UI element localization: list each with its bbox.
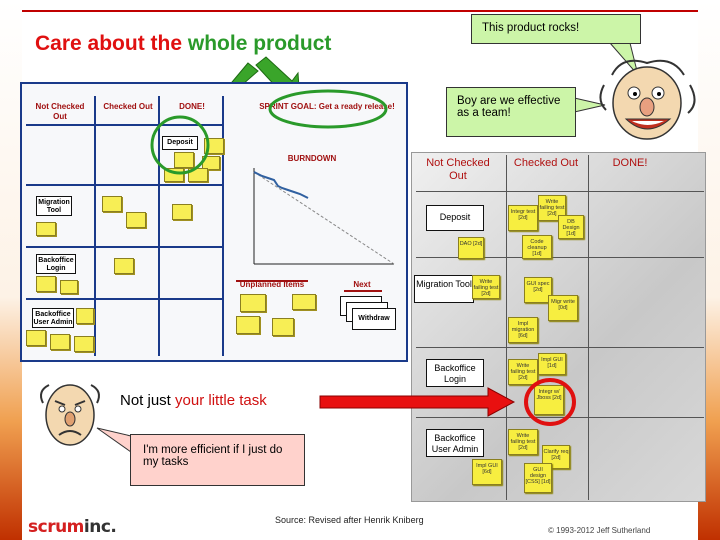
left-sticky bbox=[114, 258, 134, 274]
left-sticky bbox=[50, 334, 70, 350]
next-card-withdraw: Withdraw bbox=[352, 308, 396, 330]
left-sticky bbox=[126, 212, 146, 228]
left-sticky bbox=[188, 168, 208, 182]
left-sticky bbox=[174, 152, 194, 168]
unplanned-label: Unplanned Items bbox=[239, 280, 305, 289]
left-header-not-checked-out: Not Checked Out bbox=[35, 102, 85, 121]
right-card-migration: Migration Tool bbox=[414, 275, 474, 303]
left-sticky bbox=[76, 308, 94, 324]
left-row-divider-2 bbox=[26, 246, 222, 248]
left-header-done: DONE! bbox=[179, 102, 205, 111]
left-card-deposit: Deposit bbox=[162, 136, 198, 150]
left-sticky bbox=[240, 294, 266, 312]
right-sticky: DB Design [1d] bbox=[558, 215, 584, 239]
right-row-divider-3 bbox=[416, 417, 704, 418]
logo-text-inc: inc. bbox=[83, 517, 117, 537]
right-sticky: Impl migration [6d] bbox=[508, 317, 538, 343]
highlight-ellipses bbox=[150, 89, 388, 175]
scrum-board-right: Not Checked Out Checked Out DONE! Deposi… bbox=[411, 152, 706, 502]
right-sticky: Clarify req [2d] bbox=[542, 445, 570, 469]
speech-bubble-rocks: This product rocks! bbox=[471, 14, 641, 44]
slide-title: Care about the whole product bbox=[35, 32, 331, 56]
mid-text-part2: your little task bbox=[175, 392, 267, 409]
top-rule bbox=[22, 10, 698, 12]
left-card-migration: Migration Tool bbox=[36, 196, 72, 216]
right-card-deposit: Deposit bbox=[426, 205, 484, 231]
scruminc-logo: scruminc. bbox=[28, 517, 117, 537]
source-caption: Source: Revised after Henrik Kniberg bbox=[275, 515, 424, 525]
next-label: Next bbox=[353, 280, 371, 289]
right-sticky: Write failing test [2d] bbox=[472, 275, 500, 299]
right-row-divider-2 bbox=[416, 347, 704, 348]
right-header-done: DONE! bbox=[612, 157, 648, 169]
left-sticky bbox=[26, 330, 46, 346]
left-sticky bbox=[272, 318, 294, 336]
left-col-divider-1 bbox=[94, 96, 96, 356]
unplanned-underline bbox=[236, 280, 308, 282]
left-sticky bbox=[236, 316, 260, 334]
right-sticky: Write failing test [2d] bbox=[508, 359, 538, 385]
logo-text-scrum: scrum bbox=[28, 517, 84, 537]
right-col-divider-2 bbox=[588, 155, 589, 500]
right-sticky: GUI design [CSS] [1d] bbox=[524, 463, 552, 493]
right-sticky: DAO [2d] bbox=[458, 237, 484, 259]
scrum-board-left: Not Checked Out Checked Out DONE! SPRINT… bbox=[20, 82, 408, 362]
title-part1: Care about the bbox=[35, 32, 183, 55]
red-arrow-icon bbox=[319, 387, 516, 417]
left-card-backoffice-admin: Backoffice User Admin bbox=[32, 308, 74, 328]
copyright-text: © 1993-2012 Jeff Sutherland bbox=[548, 526, 651, 535]
right-sticky: Impl GUI [6d] bbox=[472, 459, 502, 485]
left-col-divider-3 bbox=[222, 96, 224, 356]
right-header-checked-out: Checked Out bbox=[513, 157, 579, 169]
burndown-chart bbox=[253, 168, 395, 265]
left-header-divider bbox=[26, 124, 222, 126]
right-sticky: Integr w/ Jboss [2d] bbox=[534, 385, 564, 415]
left-sticky bbox=[74, 336, 94, 352]
left-sticky bbox=[102, 196, 122, 212]
title-part2: whole product bbox=[187, 32, 332, 55]
left-row-divider-1 bbox=[26, 184, 222, 186]
next-underline bbox=[344, 290, 382, 292]
burndown-label: BURNDOWN bbox=[287, 154, 337, 163]
right-card-backoffice-admin: Backoffice User Admin bbox=[426, 429, 484, 457]
left-sticky bbox=[172, 204, 192, 220]
left-col-divider-2 bbox=[158, 96, 160, 356]
right-header-not-checked-out: Not Checked Out bbox=[426, 157, 490, 182]
speech-bubble-efficient: I'm more efficient if I just do my tasks bbox=[130, 434, 305, 486]
right-card-backoffice-login: Backoffice Login bbox=[426, 359, 484, 387]
right-sticky: Impl GUI [1d] bbox=[538, 353, 566, 375]
grumpy-face-icon bbox=[40, 384, 100, 446]
left-row-divider-3 bbox=[26, 298, 222, 300]
mid-text-part1: Not just bbox=[120, 392, 171, 409]
sprint-goal-label: SPRINT GOAL: Get a ready release! bbox=[259, 102, 395, 111]
left-sticky bbox=[36, 222, 56, 236]
red-highlight-circle bbox=[524, 378, 576, 426]
left-card-backoffice-login: Backoffice Login bbox=[36, 254, 76, 274]
left-sticky bbox=[36, 276, 56, 292]
not-just-your-task-text: Not just your little task bbox=[120, 392, 267, 409]
right-sticky: Migr write [0d] bbox=[548, 295, 578, 321]
right-sticky: Code cleanup [1d] bbox=[522, 235, 552, 259]
left-sticky bbox=[292, 294, 316, 310]
left-sticky bbox=[60, 280, 78, 294]
right-sticky: GUI spec [2d] bbox=[524, 277, 552, 303]
right-row-divider-1 bbox=[416, 257, 704, 258]
left-header-checked-out: Checked Out bbox=[103, 102, 153, 111]
right-col-divider-1 bbox=[506, 155, 507, 500]
left-decor-strip bbox=[0, 0, 22, 540]
happy-face-icon bbox=[599, 59, 696, 140]
right-sticky: Write failing test [2d] bbox=[508, 429, 538, 455]
speech-bubble-effective: Boy are we effective as a team! bbox=[446, 87, 576, 137]
right-sticky: Integr test [2d] bbox=[508, 205, 538, 231]
right-header-divider bbox=[416, 191, 704, 192]
